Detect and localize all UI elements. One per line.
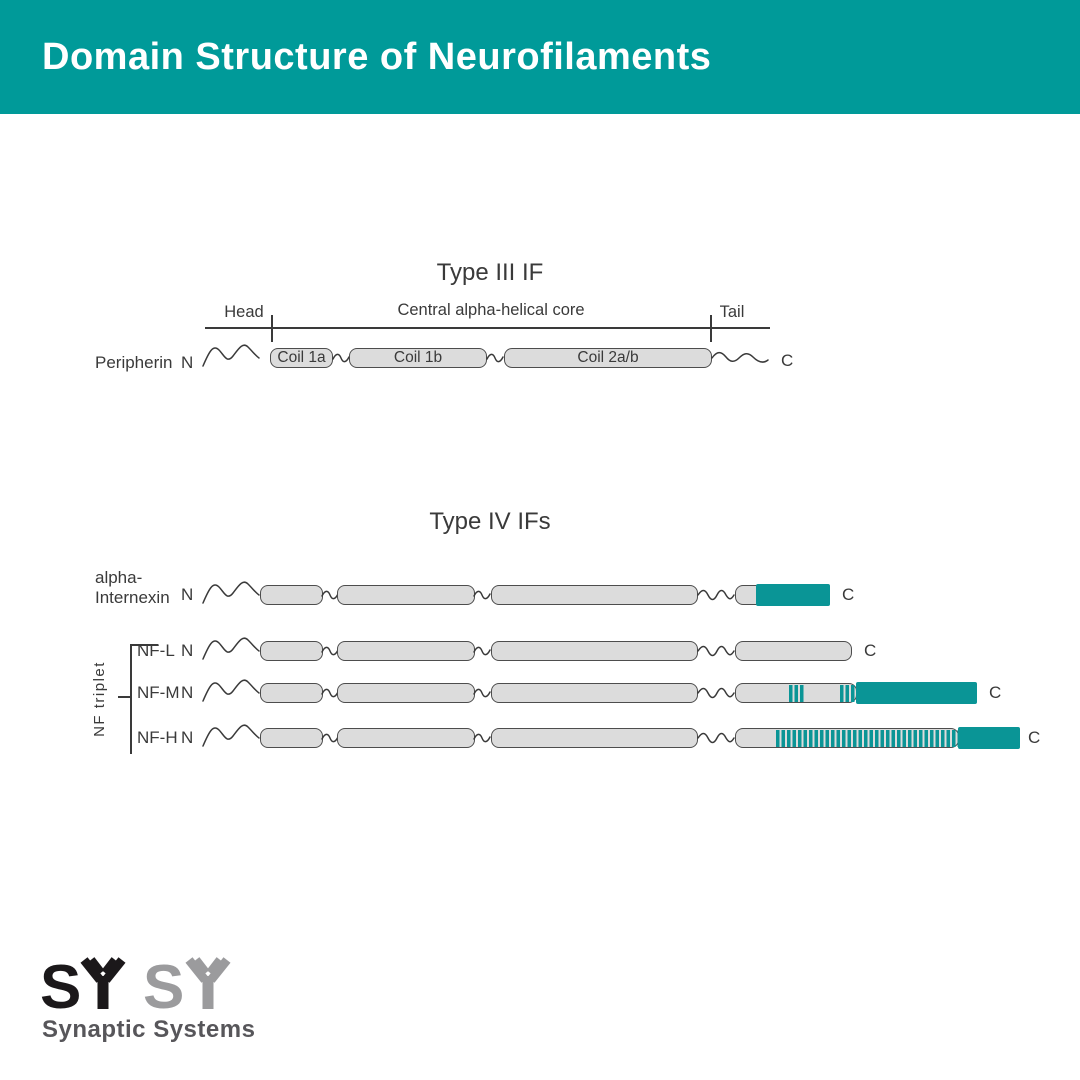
logo-tagline: Synaptic Systems (42, 1016, 255, 1043)
coil-1b-box (337, 641, 475, 661)
linker-wave (473, 688, 491, 698)
protein-label-alpha-internexin: alpha- Internexin (95, 568, 170, 608)
ksp-repeat-stripes (789, 684, 804, 702)
ruler-core-label: Central alpha-helical core (397, 301, 585, 319)
coil-2ab-box: Coil 2a/b (504, 348, 712, 368)
ruler-tick-head-core (271, 315, 273, 342)
linker-wave (473, 646, 491, 656)
c-terminus-label: C (1028, 728, 1041, 747)
nf-triplet-label: NF triplet (91, 661, 108, 737)
sysy-logo: S S Synaptic Systems (40, 953, 255, 1043)
coil-1b-box (337, 728, 475, 748)
tail-domain-box (735, 641, 852, 661)
n-terminus-label: N (181, 585, 194, 604)
c-terminus-label: C (989, 683, 1002, 702)
coil-1b-box (337, 585, 475, 605)
logo-letter-s: S (40, 953, 81, 1022)
tail-teal-block (958, 727, 1020, 749)
protein-label-nfm: NF-M (137, 683, 180, 702)
tail-teal-block (856, 682, 977, 704)
coil-1a-box (260, 585, 323, 605)
n-terminal-head-wave (202, 724, 260, 747)
linker-wave (473, 733, 491, 743)
coil-1a-box (260, 641, 323, 661)
linker-wave (321, 688, 339, 698)
ruler-tail-label: Tail (719, 303, 745, 321)
n-terminus-label: N (181, 353, 194, 372)
linker-wave (321, 590, 339, 600)
coil-1b-label: Coil 1b (393, 349, 443, 366)
n-terminal-head-wave (202, 344, 260, 367)
ruler-head-label: Head (224, 303, 264, 321)
header-banner: Domain Structure of Neurofilaments (0, 0, 1080, 114)
c-terminus-label: C (842, 585, 855, 604)
linker-wave (321, 646, 339, 656)
n-terminal-head-wave (202, 637, 260, 660)
page-title: Domain Structure of Neurofilaments (42, 35, 712, 78)
rod-tail-linker-wave (697, 732, 735, 744)
n-terminal-head-wave (202, 679, 260, 702)
rod-tail-linker-wave (697, 687, 735, 699)
coil-2ab-label: Coil 2a/b (577, 349, 639, 366)
rod-tail-linker-wave (697, 645, 735, 657)
nf-triplet-bracket-tick (118, 696, 130, 698)
ksp-repeat-stripes (776, 729, 958, 747)
coil-1a-box (260, 683, 323, 703)
linker-wave (486, 353, 504, 363)
rod-tail-linker-wave (697, 589, 735, 601)
n-terminus-label: N (181, 683, 194, 702)
coil-1a-box (260, 728, 323, 748)
n-terminus-label: N (181, 728, 194, 747)
ksp-repeat-stripes (840, 684, 855, 702)
coil-1a-box: Coil 1a (270, 348, 333, 368)
tail-teal-block (756, 584, 830, 606)
c-terminus-label: C (864, 641, 877, 660)
antibody-y-icon (185, 957, 231, 1009)
c-terminus-label: C (781, 351, 794, 370)
c-terminal-tail-wave (711, 351, 769, 363)
linker-wave (321, 733, 339, 743)
n-terminal-head-wave (202, 581, 260, 604)
protein-label-nfh: NF-H (137, 728, 178, 747)
type3-section-title: Type III IF (436, 259, 544, 286)
logo-letter-s: S (143, 953, 184, 1022)
linker-wave (332, 353, 350, 363)
nf-triplet-bracket-line (130, 644, 132, 754)
coil-2ab-box (491, 585, 698, 605)
nf-triplet-bracket-arm (130, 644, 158, 646)
protein-label-peripherin: Peripherin (95, 353, 173, 372)
protein-label-nfl: NF-L (137, 641, 175, 660)
ruler-tick-core-tail (710, 315, 712, 342)
ruler-line (205, 327, 770, 329)
coil-1a-label: Coil 1a (277, 349, 326, 366)
alpha-internexin-line2: Internexin (95, 588, 170, 607)
coil-2ab-box (491, 641, 698, 661)
coil-2ab-box (491, 728, 698, 748)
coil-1b-box (337, 683, 475, 703)
alpha-internexin-line1: alpha- (95, 568, 143, 587)
linker-wave (473, 590, 491, 600)
coil-2ab-box (491, 683, 698, 703)
antibody-y-icon (80, 957, 126, 1009)
coil-1b-box: Coil 1b (349, 348, 487, 368)
type4-section-title: Type IV IFs (429, 508, 551, 535)
n-terminus-label: N (181, 641, 194, 660)
